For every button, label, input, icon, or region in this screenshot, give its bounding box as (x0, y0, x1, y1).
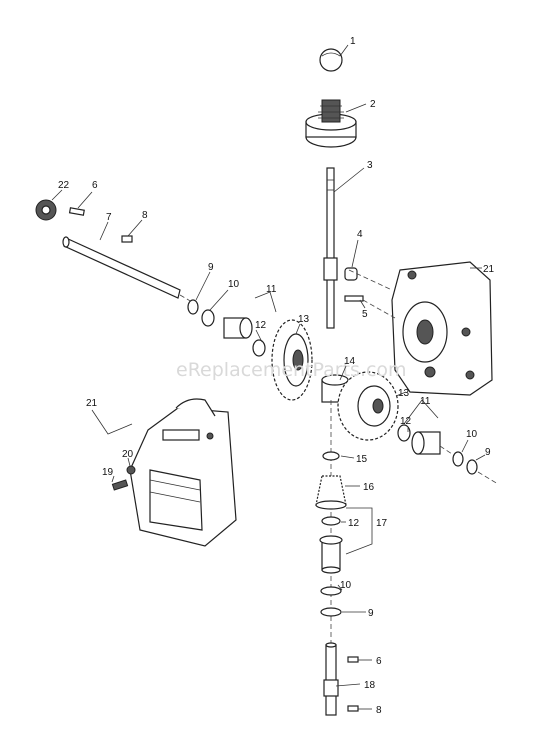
callout-19: 19 (102, 467, 114, 478)
callout-12-lower: 12 (348, 518, 360, 529)
callout-6-lower: 6 (376, 656, 382, 667)
callout-22: 22 (58, 180, 70, 191)
clip-part (322, 451, 340, 461)
callout-13-left: 13 (298, 314, 310, 325)
sleeve-part (319, 535, 343, 574)
thrust-washer-part (252, 339, 266, 357)
knob-part (319, 48, 343, 72)
sprocket-part (35, 199, 57, 221)
callout-13-right: 13 (398, 388, 410, 399)
callout-8-top: 8 (142, 210, 148, 221)
callout-3: 3 (367, 160, 373, 171)
callout-14: 14 (344, 356, 356, 367)
housing-left-part (129, 398, 237, 547)
callout-20: 20 (122, 449, 134, 460)
bevel-gear-left-part (271, 319, 313, 401)
lower-washer-2-part (320, 586, 342, 596)
bolt-part (111, 479, 129, 491)
lower-ring-part (320, 607, 342, 617)
callout-16: 16 (363, 482, 375, 493)
callout-2: 2 (370, 99, 376, 110)
callout-9-right: 9 (485, 447, 491, 458)
callout-12-right: 12 (400, 416, 412, 427)
axle-part (62, 236, 181, 299)
output-shaft-part (323, 642, 339, 716)
bushing-right-part (411, 431, 441, 455)
retaining-ring-part (187, 299, 199, 315)
callout-1: 1 (350, 36, 356, 47)
callout-17: 17 (376, 518, 388, 529)
lower-woodruff-key-part (347, 705, 359, 712)
callout-21-right: 21 (483, 264, 495, 275)
callout-18: 18 (364, 680, 376, 691)
washer-part (201, 309, 215, 327)
callout-11-left: 11 (266, 284, 277, 295)
boot-part (305, 99, 357, 148)
washer-right-part (397, 424, 411, 442)
callout-8-lower: 8 (376, 705, 382, 716)
ring-right-part (466, 459, 478, 475)
washer-right-2-part (452, 451, 464, 467)
pin-part (344, 295, 364, 302)
collar-part (344, 267, 358, 281)
callout-10-right: 10 (466, 429, 478, 440)
callout-12-left: 12 (255, 320, 267, 331)
key-part (68, 207, 85, 216)
callout-9-lower: 9 (368, 608, 374, 619)
watermark: eReplacementParts.com (176, 359, 407, 381)
callout-6-top: 6 (92, 180, 98, 191)
bushing-part (223, 317, 253, 339)
callout-labels: 1 2 3 4 5 21 22 6 7 8 9 10 11 12 13 14 1… (58, 36, 495, 716)
lower-washer-part (321, 516, 341, 526)
nut-part (126, 465, 136, 475)
callout-10-left: 10 (228, 279, 240, 290)
pinion-gear-part (315, 475, 347, 510)
callout-10-lower: 10 (340, 580, 352, 591)
housing-right-part (391, 261, 493, 396)
shift-lever-part (323, 167, 338, 329)
callout-15: 15 (356, 454, 368, 465)
leader-lines (51, 44, 486, 710)
callout-21-left: 21 (86, 398, 98, 409)
bevel-gear-right-part (337, 371, 399, 441)
callout-7: 7 (106, 212, 112, 223)
callout-9-left: 9 (208, 262, 214, 273)
callout-11-right: 11 (420, 396, 431, 407)
lower-key-part (347, 656, 359, 663)
callout-4: 4 (357, 229, 363, 240)
callout-5: 5 (362, 309, 368, 320)
woodruff-key-part (121, 235, 133, 243)
